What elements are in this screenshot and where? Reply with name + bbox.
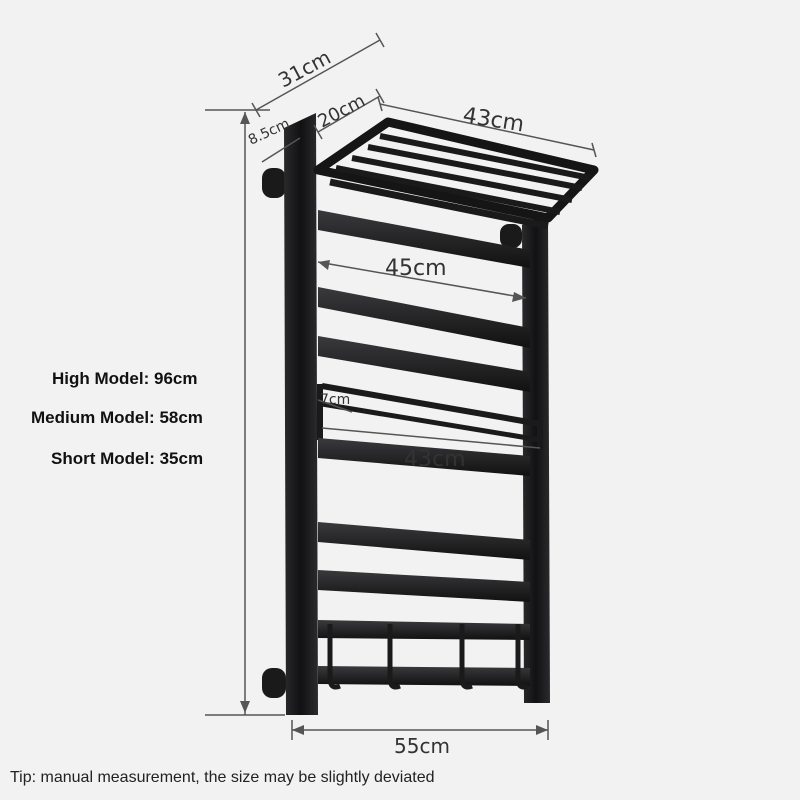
dim-label-43cm-bar: 43cm (404, 447, 466, 472)
left-post (284, 113, 318, 715)
dimension-lines (205, 32, 597, 740)
dim-label-45cm: 45cm (385, 256, 447, 281)
hook (327, 624, 341, 690)
wall-bracket-mid (500, 224, 522, 248)
dim-label-43cm-shelf: 43cm (461, 103, 526, 137)
towel-rack (262, 113, 599, 715)
rack-bar (318, 336, 530, 392)
middle-towel-bar (317, 383, 543, 448)
rack-bar (318, 522, 530, 560)
dim-label-31cm: 31cm (274, 45, 335, 92)
hook (387, 624, 401, 690)
model-medium-label: Medium Model: 58cm (31, 408, 203, 427)
top-shelf (313, 117, 599, 230)
hook-rail (318, 620, 530, 690)
wall-bracket-top (262, 168, 286, 198)
wall-bracket-bottom (262, 668, 286, 698)
hook (515, 624, 529, 690)
rack-bar (318, 570, 530, 602)
measurement-tip: Tip: manual measurement, the size may be… (10, 769, 435, 786)
hook (459, 624, 473, 690)
model-short-label: Short Model: 35cm (51, 449, 204, 468)
rack-bar (318, 210, 530, 268)
rack-bar (318, 287, 530, 348)
dim-label-7cm: 7cm (320, 392, 350, 408)
dim-label-20cm: 20cm (314, 90, 368, 132)
dimension-arrows (240, 112, 548, 735)
model-high-label: High Model: 96cm (52, 369, 198, 388)
dim-label-55cm: 55cm (394, 734, 450, 758)
rack-bar (318, 438, 530, 476)
